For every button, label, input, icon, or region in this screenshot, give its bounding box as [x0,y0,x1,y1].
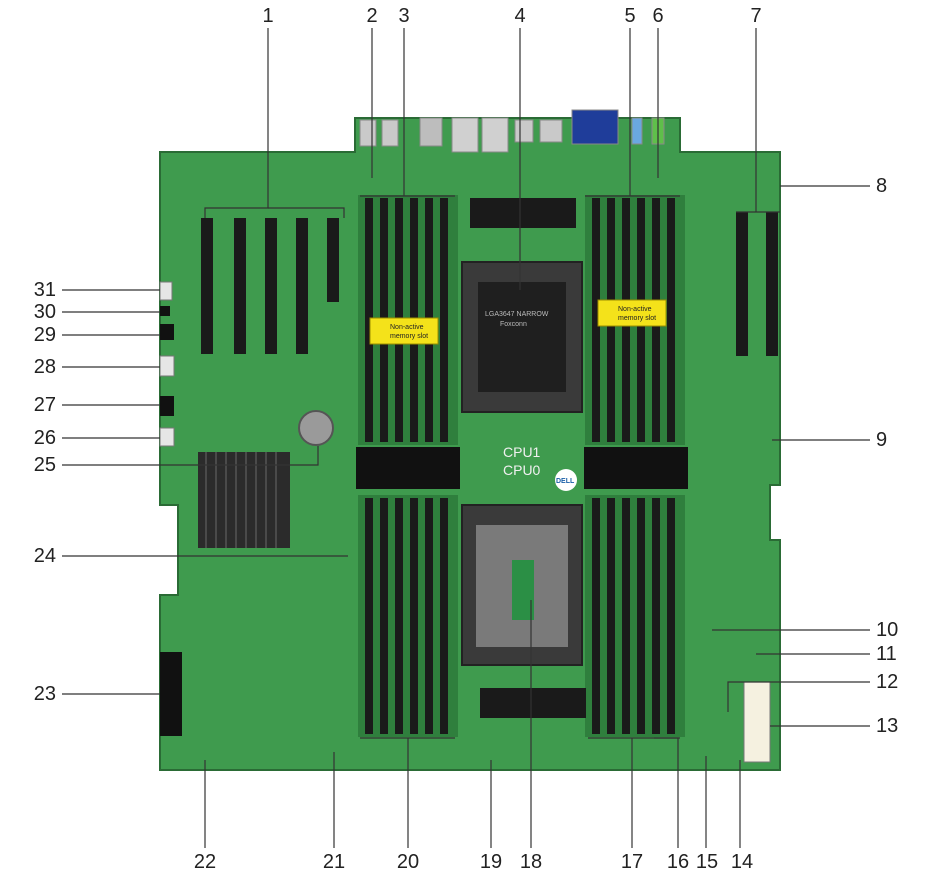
left-headers [159,281,175,447]
callout-18: 18 [519,851,543,873]
leader-1 [204,28,269,218]
callout-7: 7 [750,5,762,27]
dimm-bank-lower-right [585,495,685,737]
dimm-latch-clips [356,447,688,489]
callout-2: 2 [366,5,378,27]
leader-25 [62,446,319,466]
callout-22: 22 [193,851,217,873]
warning-right-line1: Non-active [618,306,652,313]
chipset-heatsink [198,452,290,548]
leader-1b [268,207,345,218]
callout-26: 26 [33,427,56,449]
dimm-bank-lower-left [358,495,458,737]
callout-25: 25 [33,454,56,476]
cpu0-socket [461,504,586,718]
callout-3: 3 [398,5,410,27]
callout-27: 27 [33,394,56,416]
dimm-bank-upper-left [358,195,458,445]
callout-15: 15 [695,851,719,873]
callout-8: 8 [876,175,888,197]
rear-io-ports [359,109,665,153]
cpu1-socket [461,198,583,413]
coin-cell-battery [298,410,334,446]
dell-logo: DELL [556,478,575,485]
callout-10: 10 [876,619,899,641]
callout-21: 21 [322,851,346,873]
cpu0-silkscreen: CPU0 [503,462,541,478]
socket-label-1: LGA3647 NARROW [485,311,549,318]
callout-14: 14 [730,851,754,873]
callout-19: 19 [479,851,503,873]
callout-20: 20 [396,851,420,873]
callout-17: 17 [620,851,644,873]
dimm-bank-upper-right [585,195,685,445]
callout-23: 23 [33,683,56,705]
callout-24: 24 [33,545,56,567]
socket-label-2: Foxconn [500,321,527,328]
callout-12: 12 [876,671,899,693]
power-connector-right [743,681,771,763]
callout-16: 16 [666,851,690,873]
callout-30: 30 [33,301,56,323]
leader-lines [62,28,870,848]
callout-1: 1 [262,5,274,27]
pcie-slots-left [201,218,339,354]
callout-9: 9 [876,429,888,451]
warning-left-line2: memory slot [390,333,428,340]
warning-left-line1: Non-active [390,324,424,331]
callout-31: 31 [33,279,56,301]
pcie-slots-right [736,212,778,356]
callout-13: 13 [876,715,899,737]
callout-28: 28 [33,356,56,378]
callout-5: 5 [624,5,636,27]
callout-6: 6 [652,5,664,27]
cpu1-silkscreen: CPU1 [503,444,541,460]
power-connector-24pin-left [160,652,182,736]
dell-logo-badge [555,469,577,491]
callout-29: 29 [33,324,56,346]
warning-right-line2: memory slot [618,315,656,322]
leader-12 [727,681,870,712]
callout-11: 11 [876,643,897,665]
callout-4: 4 [514,5,526,27]
